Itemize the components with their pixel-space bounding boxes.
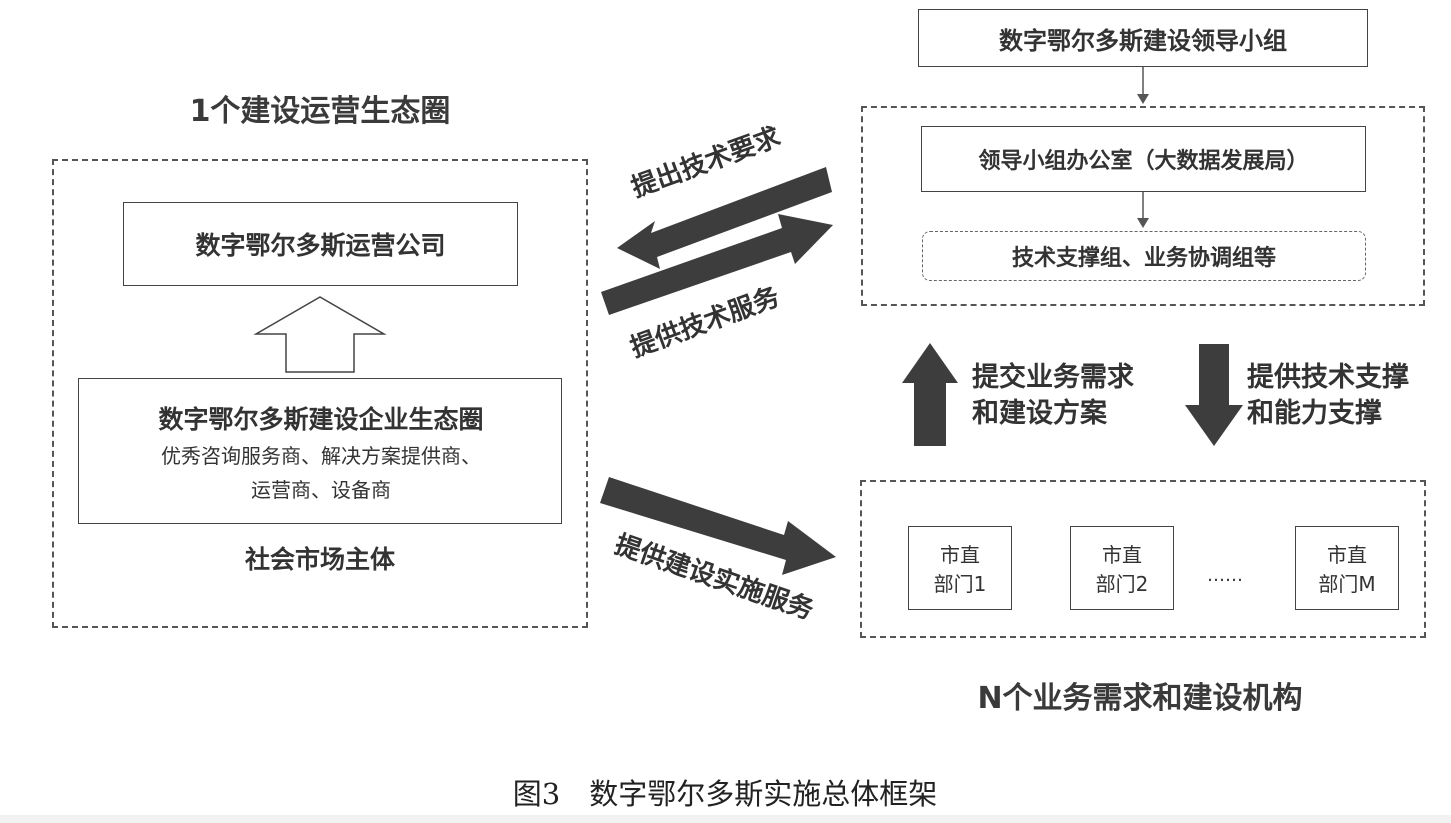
provide-support-line1: 提供技术支撑 [1247,362,1409,393]
office-label: 领导小组办公室（大数据发展局） [978,149,1309,174]
department-ellipsis: …… [1207,564,1243,586]
ecosystem-container [52,159,588,628]
tech-services-arrow [601,214,833,315]
department-1-line2: 部门1 [933,572,987,596]
enterprise-ecosystem-line2: 运营商、设备商 [251,477,391,502]
department-box-m: 市直 部门M [1295,526,1399,610]
market-entity-label: 社会市场主体 [244,545,395,574]
department-box-1: 市直 部门1 [908,526,1012,610]
provide-support-line2: 和能力支撑 [1247,398,1382,429]
support-down-arrow [1185,344,1243,446]
provide-support-label: 提供技术支撑 和能力支撑 [1247,360,1447,432]
enterprise-ecosystem-title: 数字鄂尔多斯建设企业生态圈 [158,405,484,434]
figure-caption: 图3 数字鄂尔多斯实施总体框架 [512,777,938,811]
enterprise-ecosystem-box: 数字鄂尔多斯建设企业生态圈 优秀咨询服务商、解决方案提供商、 运营商、设备商 [78,378,562,524]
hollow-up-arrow [253,296,387,373]
ecosystem-title: 1个建设运营生态圈 [189,94,451,129]
tech-requirements-arrow [617,167,832,269]
submit-up-arrow [902,343,958,446]
submit-requirements-label: 提交业务需求 和建设方案 [972,360,1172,432]
footer-bar [0,815,1451,823]
department-m-line2: 部门M [1318,572,1376,596]
department-m-line1: 市直 [1327,543,1367,567]
department-2-line1: 市直 [1102,543,1142,567]
construction-services-arrow [600,477,836,575]
department-2-line2: 部门2 [1095,572,1149,596]
submit-requirements-line1: 提交业务需求 [972,362,1134,393]
leader-connector-arrowhead [1137,94,1149,104]
support-groups-box: 技术支撑组、业务协调组等 [922,231,1366,281]
leader-group-label: 数字鄂尔多斯建设领导小组 [999,26,1287,55]
operation-company-box: 数字鄂尔多斯运营公司 [123,202,518,286]
enterprise-ecosystem-line1: 优秀咨询服务商、解决方案提供商、 [161,443,481,468]
leader-group-box: 数字鄂尔多斯建设领导小组 [918,9,1368,67]
departments-container [860,480,1426,638]
office-container [861,106,1425,306]
office-connector-arrowhead [1137,218,1149,228]
department-box-2: 市直 部门2 [1070,526,1174,610]
support-groups-label: 技术支撑组、业务协调组等 [1011,246,1276,271]
submit-requirements-line2: 和建设方案 [972,398,1107,429]
business-orgs-title: N个业务需求和建设机构 [977,681,1303,716]
department-1-line1: 市直 [940,543,980,567]
office-box: 领导小组办公室（大数据发展局） [921,126,1366,192]
operation-company-label: 数字鄂尔多斯运营公司 [195,231,446,260]
